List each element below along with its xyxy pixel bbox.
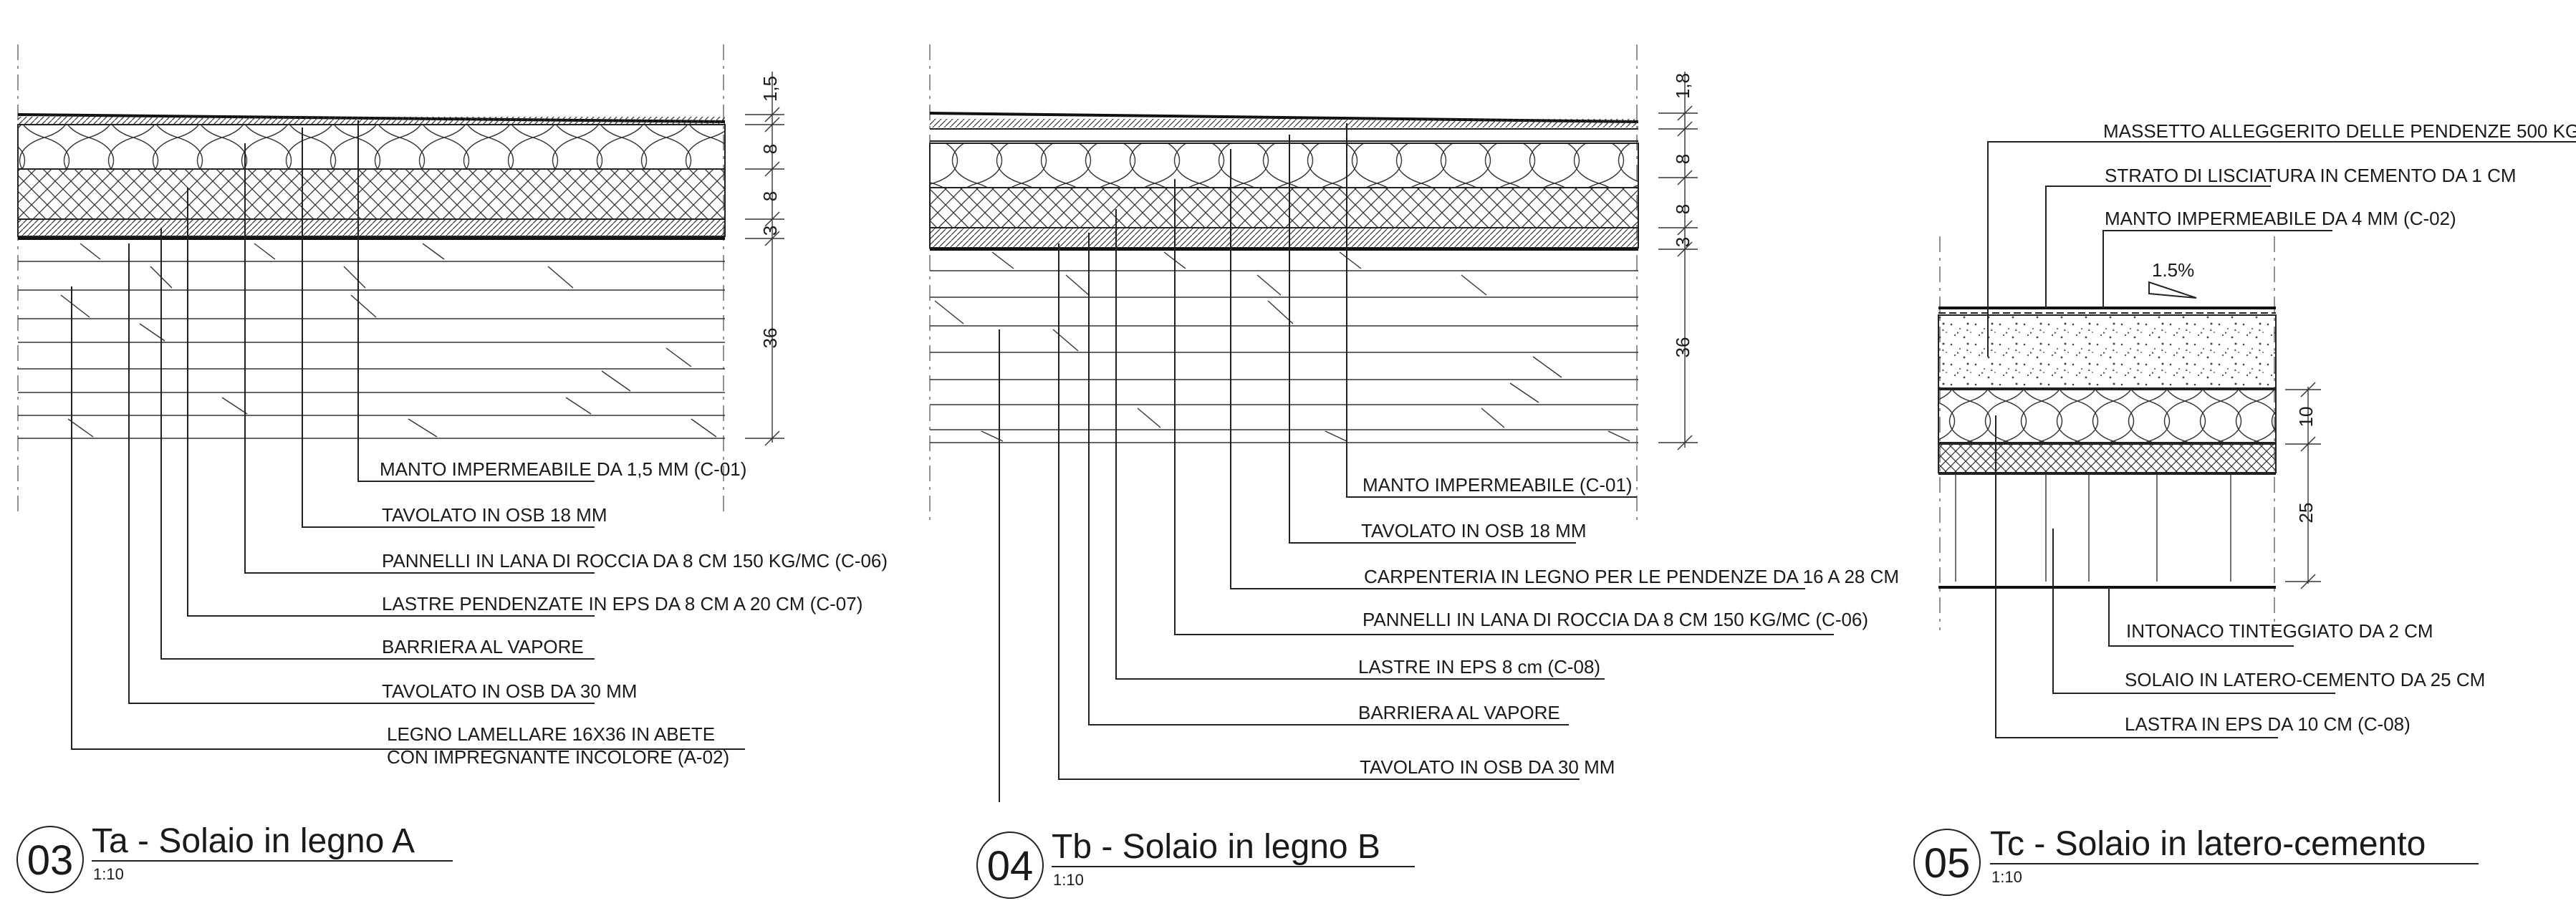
label-osb-30: TAVOLATO IN OSB DA 30 MM	[382, 680, 637, 702]
leader-lines	[999, 123, 1834, 802]
dim-insulation: 10	[2295, 407, 2317, 428]
detail-03: 1,5 8 8 3 36 MANTO IMPERMEABILE DA 1,5 M…	[16, 44, 888, 893]
dimension-chain: 1,8 8 8 3 36	[1658, 72, 1698, 450]
label-osb-18: TAVOLATO IN OSB 18 MM	[1361, 520, 1586, 541]
section-layers	[17, 113, 726, 439]
label-vapour-barrier: BARRIERA AL VAPORE	[1358, 702, 1560, 723]
layer-labels: MASSETTO ALLEGGERITO DELLE PENDENZE 500 …	[2103, 120, 2576, 735]
label-waterproof-membrane: MANTO IMPERMEABILE DA 1,5 MM (C-01)	[380, 458, 746, 480]
detail-title: Ta - Solaio in legno A	[92, 822, 415, 860]
label-timber-carpentry: CARPENTERIA IN LEGNO PER LE PENDENZE DA …	[1364, 566, 1899, 587]
detail-05: 1.5% 10 25 MASSETTO ALLEGGERITO DELLE PE…	[1913, 120, 2576, 896]
detail-title-block: 04 Tb - Solaio in legno B 1:10	[976, 828, 1415, 899]
leader-lines	[71, 120, 745, 750]
detail-scale: 1:10	[1053, 871, 1084, 889]
detail-number-circle	[1913, 829, 1981, 896]
detail-number: 04	[987, 843, 1034, 890]
detail-title-block: 05 Tc - Solaio in latero-cemento 1:10	[1913, 825, 2479, 896]
label-osb-18: TAVOLATO IN OSB 18 MM	[382, 504, 607, 526]
dim-3: 8	[759, 191, 781, 201]
detail-number-circle	[976, 832, 1044, 899]
label-cement-smoothing: STRATO DI LISCIATURA IN CEMENTO DA 1 CM	[2105, 165, 2517, 186]
detail-title-block: 03 Ta - Solaio in legno A 1:10	[16, 822, 453, 893]
detail-scale: 1:10	[1991, 868, 2022, 886]
label-glulam-1: LEGNO LAMELLARE 16X36 IN ABETE	[387, 723, 715, 745]
dim-2: 8	[759, 144, 781, 154]
detail-title: Tc - Solaio in latero-cemento	[1990, 825, 2426, 863]
section-layers	[1938, 307, 2277, 589]
detail-number-circle	[16, 826, 84, 893]
dim-4: 3	[1672, 237, 1693, 247]
layer-labels: MANTO IMPERMEABILE (C-01) TAVOLATO IN OS…	[1358, 474, 1899, 778]
detail-title: Tb - Solaio in legno B	[1052, 828, 1380, 866]
slope-label: 1.5%	[2152, 259, 2194, 281]
slope-triangle	[2148, 281, 2197, 299]
dim-slab: 25	[2295, 503, 2317, 524]
detail-number: 03	[27, 837, 74, 884]
dimension-chain: 1,5 8 8 3 36	[745, 72, 784, 446]
label-glulam-2: CON IMPREGNANTE INCOLORE (A-02)	[387, 746, 729, 768]
label-eps: LASTRE IN EPS 8 cm (C-08)	[1358, 656, 1600, 678]
slope-indicator: 1.5%	[2148, 259, 2197, 299]
dim-5: 36	[759, 328, 781, 349]
leader-lines	[1987, 141, 2576, 738]
dim-2: 8	[1672, 154, 1693, 164]
label-osb-30: TAVOLATO IN OSB DA 30 MM	[1360, 756, 1615, 778]
dimension-chain: 10 25	[2285, 382, 2321, 589]
dim-3: 8	[1672, 204, 1693, 214]
label-vapour-barrier: BARRIERA AL VAPORE	[382, 636, 584, 657]
dim-5: 36	[1672, 337, 1693, 358]
label-waterproof-membrane: MANTO IMPERMEABILE (C-01)	[1363, 474, 1633, 496]
section-layers	[929, 112, 1639, 443]
label-brick-concrete-slab: SOLAIO IN LATERO-CEMENTO DA 25 CM	[2125, 669, 2485, 690]
detail-scale: 1:10	[93, 865, 124, 883]
detail-04: 1,8 8 8 3 36 MANTO IMPERMEABILE (C-01) T…	[929, 44, 1899, 899]
label-lightweight-screed: MASSETTO ALLEGGERITO DELLE PENDENZE 500 …	[2103, 120, 2576, 142]
dim-1: 1,5	[759, 76, 781, 102]
detail-number: 05	[1924, 840, 1971, 887]
label-rock-wool: PANNELLI IN LANA DI ROCCIA DA 8 CM 150 K…	[1363, 609, 1868, 630]
label-plaster: INTONACO TINTEGGIATO DA 2 CM	[2126, 620, 2433, 642]
dim-4: 3	[759, 226, 781, 236]
label-eps-slopes: LASTRE PENDENZATE IN EPS DA 8 CM A 20 CM…	[382, 593, 862, 614]
label-eps: LASTRA IN EPS DA 10 CM (C-08)	[2125, 713, 2411, 735]
label-rock-wool: PANNELLI IN LANA DI ROCCIA DA 8 CM 150 K…	[382, 550, 888, 572]
layer-labels: MANTO IMPERMEABILE DA 1,5 MM (C-01) TAVO…	[380, 458, 888, 768]
label-waterproof-membrane: MANTO IMPERMEABILE DA 4 MM (C-02)	[2105, 208, 2456, 229]
dim-1: 1,8	[1672, 73, 1693, 99]
